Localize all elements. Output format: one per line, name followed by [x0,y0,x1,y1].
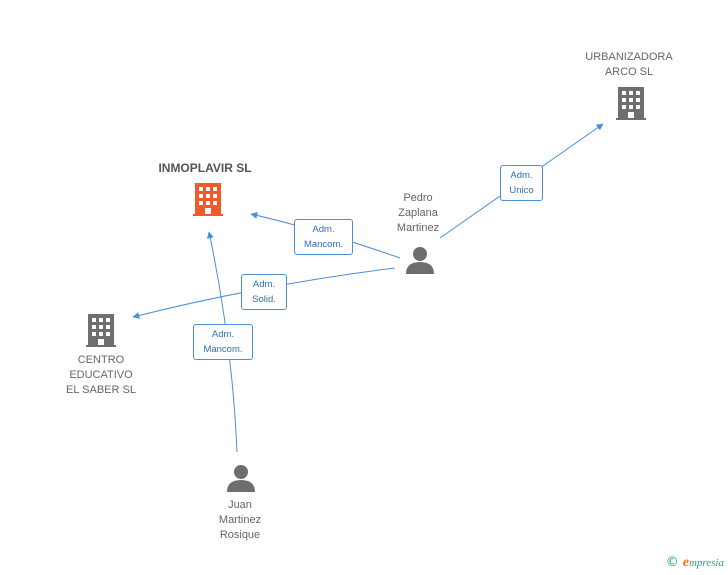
brand-initial: e [682,555,689,570]
copyright-icon: © [665,555,679,570]
edge-label-adm-unico: Adm. Unico [500,165,543,201]
node-label-pedro[interactable]: Pedro Zaplana Martinez [396,192,440,234]
edge-label-adm-mancom-pedro: Adm. Mancom. [294,219,353,255]
building-icon[interactable] [616,87,646,120]
node-label-centro[interactable]: CENTRO EDUCATIVO EL SABER SL [66,354,136,396]
person-icon[interactable] [227,465,255,492]
person-icon[interactable] [406,247,434,274]
edge-label-adm-solid: Adm. Solid. [241,274,287,310]
node-label-juan[interactable]: Juan Martinez Rosique [218,499,262,541]
empresia-brand: ©empresia [666,555,724,571]
node-label-urbanizadora[interactable]: URBANIZADORA ARCO SL [585,51,673,78]
brand-name: mpresia [688,557,724,569]
building-icon[interactable] [86,314,116,347]
building-icon[interactable] [193,183,223,216]
node-label-inmoplavir[interactable]: INMOPLAVIR SL [158,161,252,175]
edge-label-adm-mancom-juan: Adm. Mancom. [193,324,253,360]
